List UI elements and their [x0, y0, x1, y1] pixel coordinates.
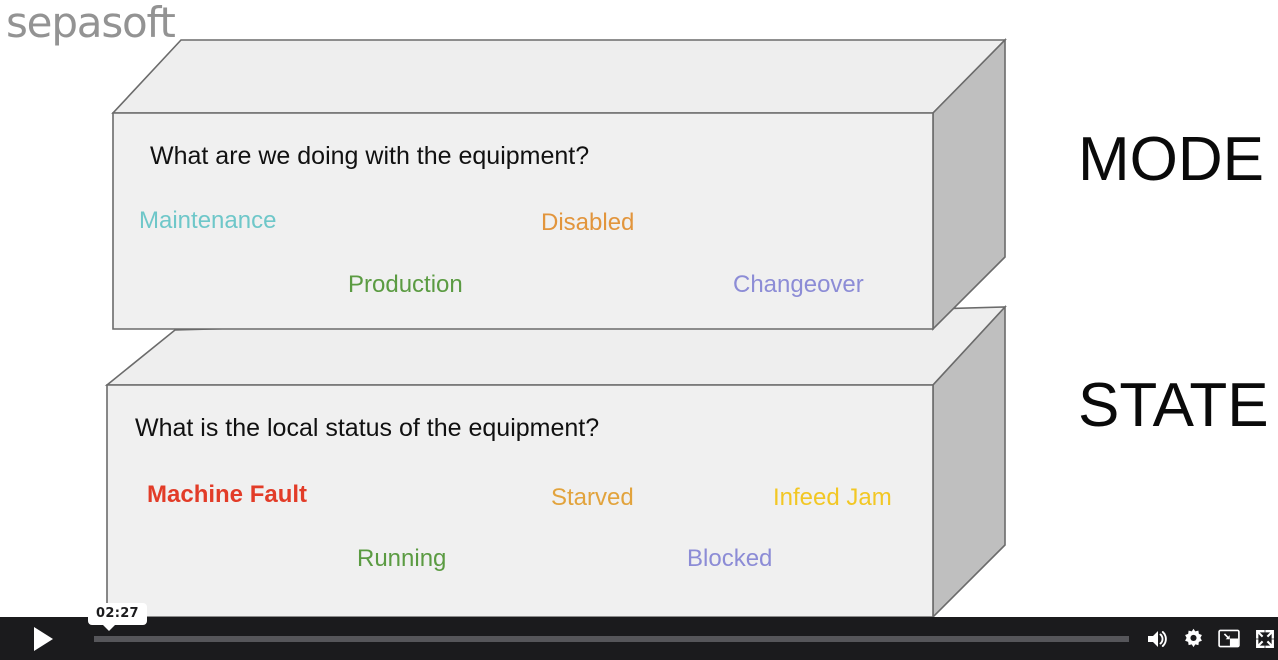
mode-chip-changeover: Changeover — [733, 271, 864, 298]
mode-box-top-face — [111, 39, 1007, 114]
time-tooltip: 02:27 — [88, 602, 147, 631]
volume-button[interactable] — [1139, 617, 1175, 660]
state-chip-blocked: Blocked — [687, 545, 773, 572]
state-chip-machine-fault: Machine Fault — [147, 481, 308, 508]
progress-track[interactable]: 02:27 — [88, 602, 1129, 642]
state-chip-infeed-jam: Infeed Jam — [773, 484, 892, 511]
volume-icon — [1148, 630, 1167, 647]
mode-box-front-face — [112, 112, 934, 330]
player-right-controls — [1139, 617, 1278, 660]
picture-in-picture-icon — [1218, 629, 1240, 648]
play-icon — [34, 626, 53, 651]
picture-in-picture-button[interactable] — [1211, 617, 1247, 660]
gear-icon — [1184, 628, 1202, 648]
state-side-label: STATE — [1078, 371, 1269, 440]
mode-chip-maintenance: Maintenance — [139, 207, 277, 234]
state-question-text: What is the local status of the equipmen… — [135, 414, 600, 442]
state-chip-running: Running — [357, 545, 447, 572]
play-button[interactable] — [0, 617, 82, 660]
mode-question-text: What are we doing with the equipment? — [150, 142, 590, 170]
settings-button[interactable] — [1175, 617, 1211, 660]
progress-scrubber[interactable]: 02:27 — [82, 602, 1139, 660]
mode-chip-disabled: Disabled — [541, 209, 635, 236]
fullscreen-button[interactable] — [1247, 617, 1278, 660]
mode-side-label: MODE — [1078, 125, 1264, 194]
video-control-bar: 02:27 — [0, 602, 1278, 660]
mode-chip-production: Production — [348, 271, 463, 298]
mode-state-diagram — [104, 38, 1007, 619]
fullscreen-icon — [1256, 629, 1274, 648]
sepasoft-logo: sepasoft — [6, 0, 176, 47]
state-chip-starved: Starved — [551, 484, 634, 511]
